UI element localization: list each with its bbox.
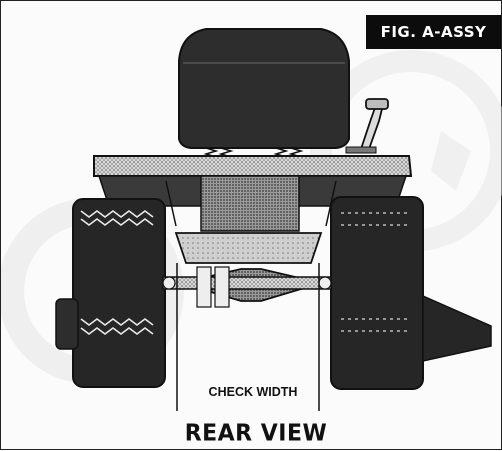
left-rear-tire [72, 198, 166, 388]
check-width-label: CHECK WIDTH [208, 385, 298, 399]
left-front-wheel [55, 298, 79, 350]
shift-lever [345, 98, 389, 154]
view-title: REAR VIEW [184, 420, 328, 447]
check-width-guides [176, 263, 320, 411]
seat [178, 28, 350, 149]
mower-deck-discharge [422, 294, 492, 362]
figure-tag: FIG. A-ASSY [366, 15, 501, 49]
center-housing [165, 175, 337, 232]
right-rear-tire [330, 196, 424, 390]
transaxle [162, 232, 332, 308]
